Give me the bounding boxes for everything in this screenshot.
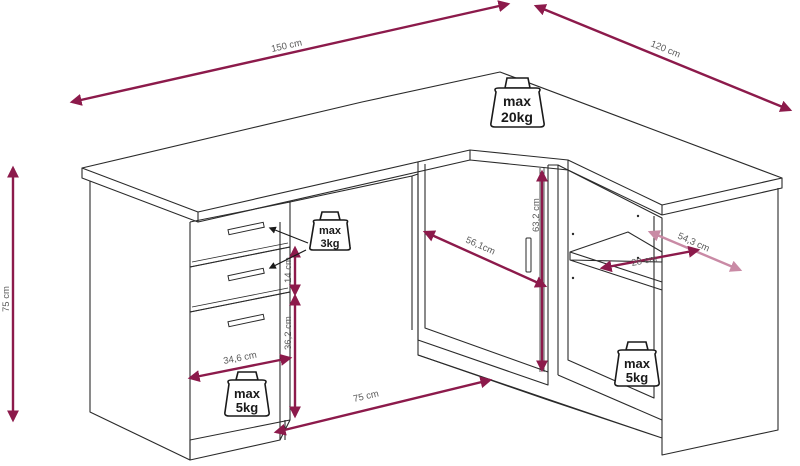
drawer-handle-1 (227, 221, 265, 236)
cabinet-front (189, 291, 291, 441)
desktop-edge (81, 150, 783, 223)
central-cabinet-base (417, 188, 779, 456)
dimension-lines (7, 0, 793, 436)
weight-icon-drawer: max 3kg (309, 211, 351, 251)
right-cabinet (557, 164, 663, 421)
door-handle (525, 237, 532, 273)
drawer-gaps (191, 242, 289, 308)
pointer-arrow-drawer-2 (268, 249, 307, 269)
label-depth: 120 cm (649, 39, 682, 61)
weight-icon-cabinet: max 5kg (224, 371, 270, 417)
label-height: 75 cm (1, 286, 12, 312)
dim-leg-span-line (273, 376, 493, 436)
weight-icon-top: max 20kg (490, 77, 545, 128)
weight-icon-shelf: max 5kg (614, 341, 660, 387)
weight-shelf-value: 5kg (626, 370, 648, 385)
pointer-arrow-drawer-1 (268, 226, 309, 244)
desktop-surface (81, 71, 783, 213)
central-cabinet (417, 162, 559, 401)
label-cabinet-height: 36,2 cm (283, 316, 294, 350)
label-leg-span: 75 cm (352, 388, 380, 405)
pedestal-base (189, 419, 291, 460)
weight-drawer-value: 3kg (321, 238, 340, 250)
cabinet-handle (227, 313, 265, 328)
label-inner-width: 56,1cm (464, 235, 497, 258)
weight-top-value: 20kg (501, 109, 533, 125)
dim-inner-width-line (422, 230, 548, 288)
weight-cabinet-value: 5kg (236, 400, 258, 415)
back-panel (289, 173, 419, 340)
drawer-handle-2 (227, 267, 265, 282)
desk-outline (81, 71, 783, 461)
dim-shelf-inner-line (599, 245, 701, 273)
label-shelf-inner: 28 cm (630, 253, 658, 269)
weight-shelf-label: max (624, 356, 651, 371)
weight-cabinet-label: max (234, 386, 261, 401)
label-inner-height: 63,2 cm (531, 198, 542, 232)
shelf-pins (571, 214, 640, 280)
weight-drawer-label: max (319, 225, 342, 237)
dim-drawer-width-line (187, 353, 293, 383)
weight-top-label: max (503, 93, 531, 109)
label-drawer-height: 14 cm (283, 257, 294, 283)
dim-depth-line (533, 4, 793, 112)
dim-width-line (69, 0, 511, 106)
